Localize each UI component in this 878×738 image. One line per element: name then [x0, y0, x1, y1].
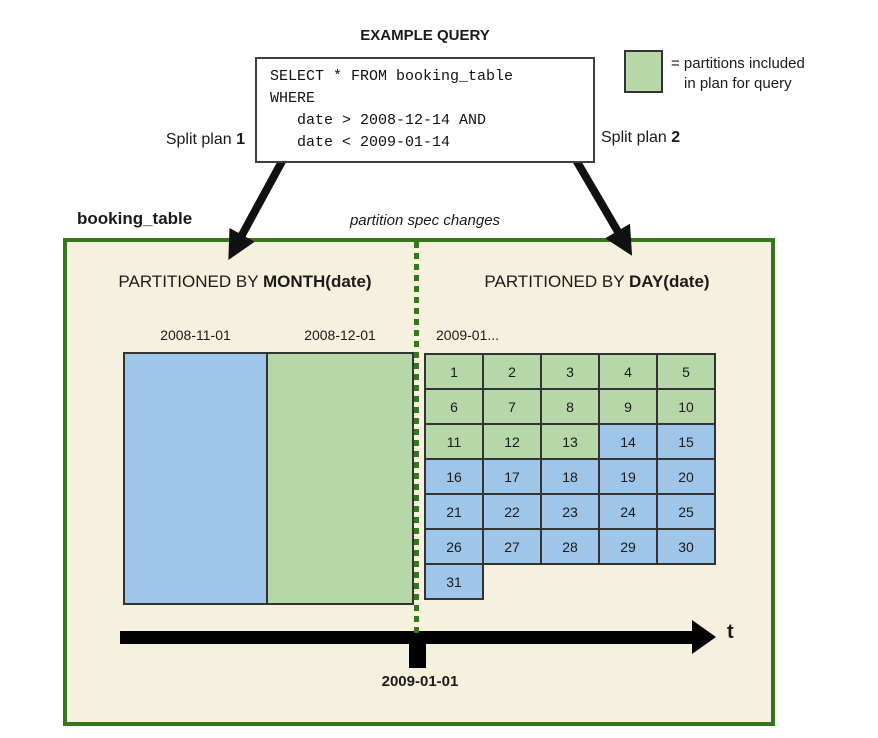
day-cell-23: 23 [540, 493, 600, 530]
day-cell-21: 21 [424, 493, 484, 530]
day-cell-24: 24 [598, 493, 658, 530]
example-query-title: EXAMPLE QUERY [360, 27, 490, 44]
day-cell-5: 5 [656, 353, 716, 390]
split-plan-2-prefix: Split plan [601, 129, 672, 146]
day-cell-2: 2 [482, 353, 542, 390]
time-axis-label: t [727, 621, 734, 643]
timeline-arrowhead-icon [692, 620, 716, 654]
day-cell-11: 11 [424, 423, 484, 460]
day-cell-22: 22 [482, 493, 542, 530]
day-cell-27: 27 [482, 528, 542, 565]
day-cell-29: 29 [598, 528, 658, 565]
day-cell-1: 1 [424, 353, 484, 390]
day-cell-16: 16 [424, 458, 484, 495]
timeline-arrow [120, 631, 692, 644]
sql-query-text: SELECT * FROM booking_table WHERE date >… [270, 68, 514, 151]
legend-included-swatch [624, 50, 663, 93]
month-column-label-2008-12: 2008-12-01 [304, 327, 376, 343]
split-plan-1-prefix: Split plan [165, 131, 237, 148]
day-cell-3: 3 [540, 353, 600, 390]
timeline-tick [409, 644, 426, 668]
day-partition-title-bold: DAY(date) [628, 272, 710, 291]
day-cell-15: 15 [656, 423, 716, 460]
day-cell-30: 30 [656, 528, 716, 565]
legend-line-2: in plan for query [684, 75, 792, 92]
month-partition-title: PARTITIONED BY MONTH(date) [75, 272, 415, 292]
day-cell-8: 8 [540, 388, 600, 425]
day-cell-4: 4 [598, 353, 658, 390]
day-cell-26: 26 [424, 528, 484, 565]
day-cell-18: 18 [540, 458, 600, 495]
month-partition-title-bold: MONTH(date) [262, 272, 372, 291]
day-cell-19: 19 [598, 458, 658, 495]
split-plan-2-label: Split plan 2 [601, 129, 680, 147]
day-cell-9: 9 [598, 388, 658, 425]
day-partition-title: PARTITIONED BY DAY(date) [437, 272, 757, 292]
split-plan-2-number: 2 [671, 129, 681, 146]
table-name-label: booking_table [77, 209, 193, 228]
spec-change-divider [414, 242, 419, 634]
partition-spec-changes-label: partition spec changes [349, 212, 501, 229]
legend-line-1: = partitions included [671, 55, 805, 72]
day-cell-28: 28 [540, 528, 600, 565]
day-cell-20: 20 [656, 458, 716, 495]
day-partition-label: 2009-01... [436, 327, 500, 343]
day-cell-14: 14 [598, 423, 658, 460]
timeline-tick-label: 2009-01-01 [381, 673, 459, 690]
month-partition-2008-12 [266, 352, 414, 605]
day-cell-10: 10 [656, 388, 716, 425]
month-partition-2008-11 [123, 352, 268, 605]
day-cell-6: 6 [424, 388, 484, 425]
split-plan-1-label: Split plan 1 [133, 131, 245, 149]
month-partition-title-prefix: PARTITIONED BY [118, 272, 263, 291]
day-partition-title-prefix: PARTITIONED BY [484, 272, 629, 291]
day-cell-17: 17 [482, 458, 542, 495]
split-plan-1-number: 1 [236, 131, 245, 148]
day-cell-13: 13 [540, 423, 600, 460]
month-column-label-2008-11: 2008-11-01 [160, 327, 231, 343]
sql-query-box: SELECT * FROM booking_table WHERE date >… [255, 57, 595, 163]
legend-text: = partitions included in plan for query [671, 54, 805, 94]
day-cell-12: 12 [482, 423, 542, 460]
day-cell-25: 25 [656, 493, 716, 530]
day-cell-7: 7 [482, 388, 542, 425]
day-cell-31: 31 [424, 563, 484, 600]
